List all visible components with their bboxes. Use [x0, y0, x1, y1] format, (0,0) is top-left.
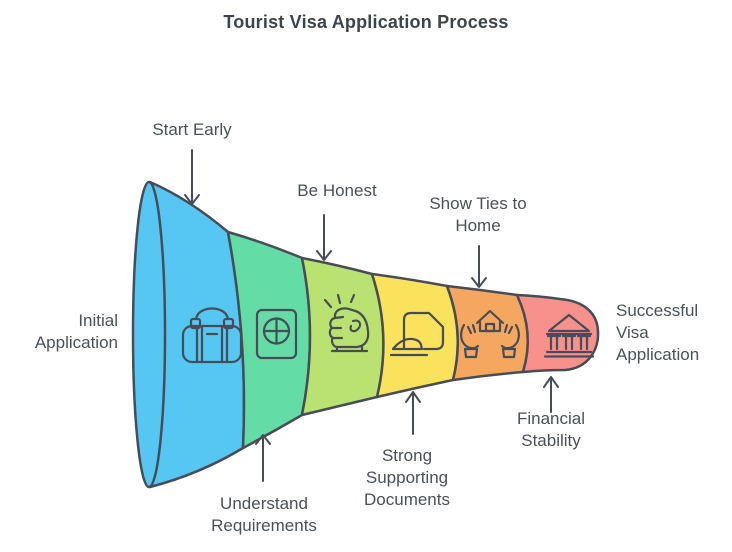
- funnel-mouth: [131, 180, 167, 489]
- funnel-entry-label: Initial Application: [34, 311, 118, 352]
- stage-label-be-honest: Be Honest: [297, 181, 377, 200]
- stage-label-start-early: Start Early: [152, 120, 232, 139]
- travel-bag-icon: [181, 307, 243, 364]
- stage-label-show-ties: Show Ties to Home: [429, 194, 527, 235]
- funnel-shapes: [131, 149, 600, 489]
- arrow-strong-documents: [405, 391, 421, 435]
- arrow-show-ties: [471, 245, 487, 288]
- raised-fist-icon: [323, 293, 370, 353]
- segment-strong-documents: [370, 272, 460, 399]
- document-icon: [389, 311, 445, 357]
- arrow-financial-stability: [543, 376, 559, 413]
- arrow-start-early: [184, 149, 200, 205]
- stage-label-financial-stability: Financial Stability: [516, 409, 586, 450]
- stage-label-strong-documents: Strong Supporting Documents: [364, 446, 450, 509]
- home-in-hands-icon: [460, 309, 520, 359]
- segment-be-honest: [300, 256, 385, 417]
- segment-show-ties: [445, 284, 529, 382]
- diagram-title: Tourist Visa Application Process: [223, 12, 509, 32]
- passport-icon: [255, 308, 298, 360]
- annotation-arrows: [184, 149, 559, 482]
- funnel-exit-label: Successful Visa Application: [616, 301, 700, 364]
- stage-label-understand-requirements: Understand Requirements: [211, 494, 317, 535]
- bank-icon: [543, 313, 595, 358]
- arrow-understand-requirements: [255, 434, 271, 482]
- stage-icons: [181, 293, 595, 364]
- arrow-be-honest: [316, 214, 332, 261]
